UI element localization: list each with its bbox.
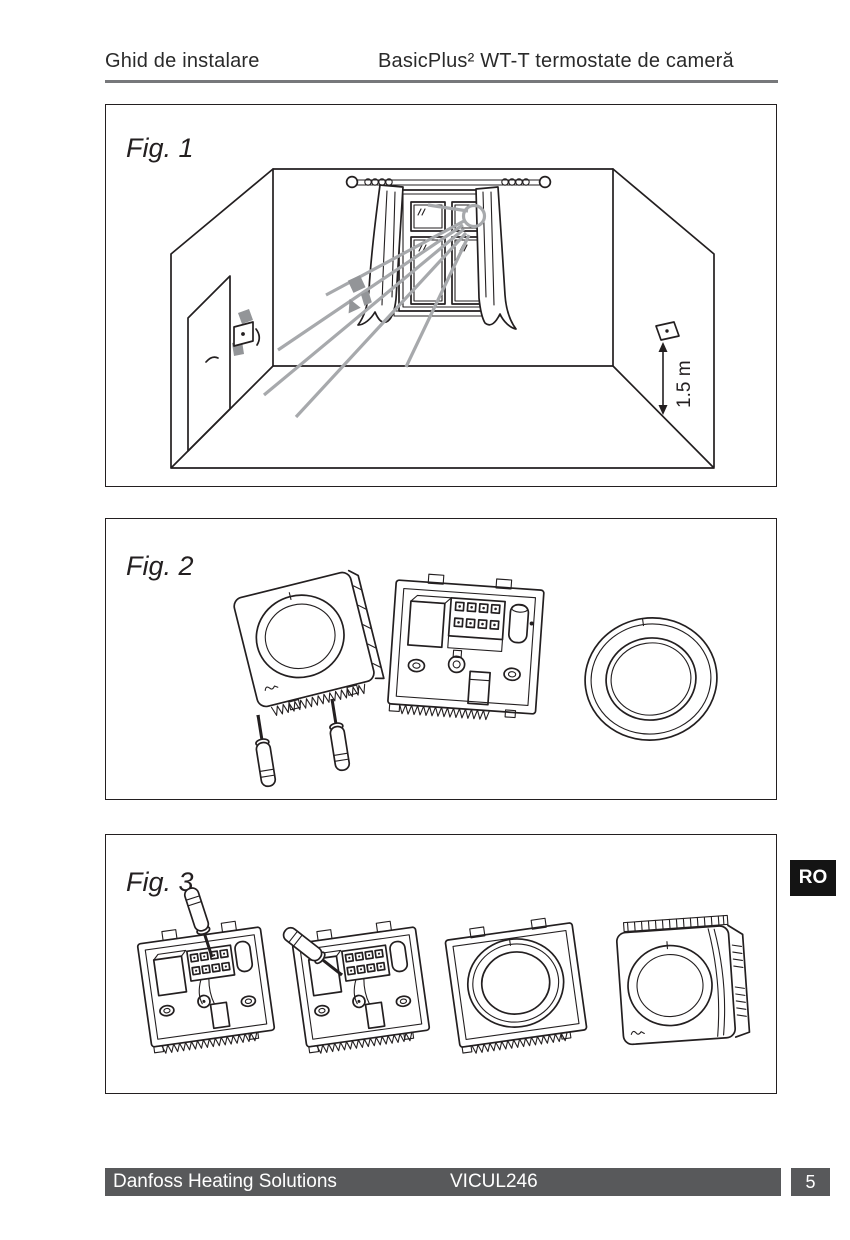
language-badge: RO xyxy=(790,860,836,896)
figure-1-drawing: Fig. 1 xyxy=(126,133,715,469)
curtain-rod xyxy=(345,175,552,189)
figure-1-panel: Fig. 1 xyxy=(105,104,777,487)
assembly-step-4 xyxy=(615,914,751,1046)
figure-3-panel: Fig. 3 xyxy=(105,834,777,1094)
assembly-step-2 xyxy=(279,917,432,1056)
header-product-title: BasicPlus² WT-T termostate de cameră xyxy=(378,50,734,72)
distance-label: 1.5 m xyxy=(674,360,695,408)
assembly-step-3 xyxy=(444,917,588,1054)
screwdriver-icon xyxy=(249,712,278,789)
dimension-arrow: 1.5 m xyxy=(658,342,695,415)
thermostat-front-unit xyxy=(233,569,385,716)
figure-2-label: Fig. 2 xyxy=(126,551,194,581)
figure-3-drawing: Fig. 3 xyxy=(126,867,751,1056)
screwdriver-icon xyxy=(279,923,348,983)
footer-company: Danfoss Heating Solutions xyxy=(113,1171,337,1192)
header-rule xyxy=(105,80,778,83)
figure-2-panel: Fig. 2 xyxy=(105,518,777,800)
figure-2-drawing: Fig. 2 xyxy=(126,551,718,789)
thermostat-near-window xyxy=(347,275,372,314)
room-illustration: 1.5 m xyxy=(170,168,715,469)
dial-ring xyxy=(584,617,718,741)
danfoss-logo-icon xyxy=(630,1030,645,1035)
sunlight-rays xyxy=(262,203,487,419)
thermostat-backplate xyxy=(387,573,545,721)
figure-3-label: Fig. 3 xyxy=(126,867,194,897)
page-number: 5 xyxy=(791,1168,830,1196)
terminal-screws xyxy=(453,601,501,631)
danfoss-logo-icon xyxy=(264,685,279,691)
assembly-step-1 xyxy=(135,884,277,1056)
door xyxy=(187,275,231,452)
footer-bar: Danfoss Heating Solutions VICUL246 xyxy=(105,1168,781,1196)
figure-1-label: Fig. 1 xyxy=(126,133,194,163)
thermostat-near-door xyxy=(232,309,261,356)
header-doc-title: Ghid de instalare xyxy=(105,50,260,72)
screwdriver-icon xyxy=(323,696,352,773)
footer-document-code: VICUL246 xyxy=(450,1171,538,1192)
thermostat-right-wall xyxy=(655,321,680,341)
